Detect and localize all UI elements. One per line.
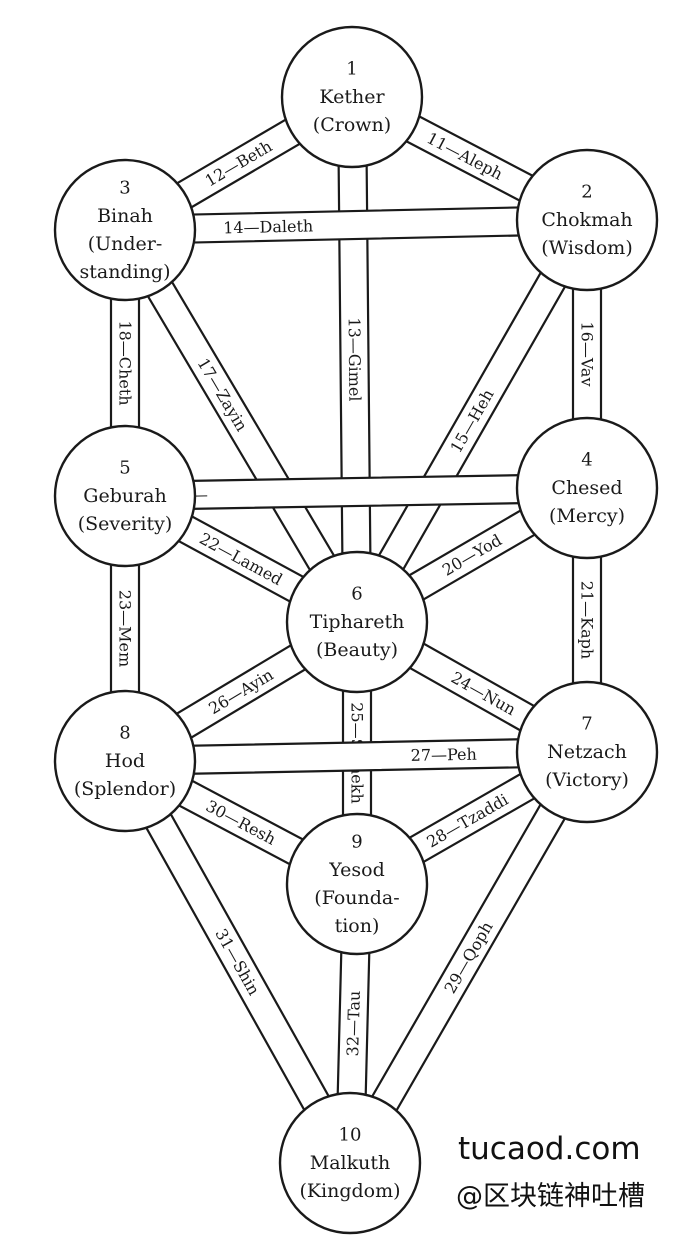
- watermark: tucaod.com @区块链神吐槽: [456, 1131, 645, 1212]
- sefirah-2-circle: [515, 148, 659, 292]
- sefirah-3-line-1: (Under-: [88, 233, 163, 255]
- sefirah-6-line-1: (Beauty): [316, 639, 398, 661]
- sefirah-6-line-0: Tiphareth: [310, 611, 405, 633]
- path-28-label: 28—Tzaddi: [423, 790, 511, 852]
- sefirah-3-line-0: Binah: [97, 205, 153, 227]
- sefirah-7-line-1: (Victory): [545, 769, 629, 791]
- sefirah-1-circle: [280, 25, 424, 169]
- path-23-label: 23—Mem: [116, 590, 135, 667]
- sefirah-9-line-0: Yesod: [328, 859, 385, 881]
- sefirah-6-number: 6: [351, 584, 362, 605]
- sefirah-4-circle: [515, 416, 659, 560]
- sefirah-2-line-1: (Wisdom): [541, 237, 632, 259]
- sefirah-1-line-1: (Crown): [313, 114, 391, 136]
- sefirah-10-circle: [278, 1091, 422, 1235]
- sefirah-8-line-1: (Splendor): [74, 778, 176, 800]
- path-18-label: 18—Cheth: [116, 320, 135, 405]
- sefirah-3-number: 3: [119, 178, 130, 199]
- watermark-site: tucaod.com: [458, 1131, 641, 1167]
- sefirah-10-line-1: (Kingdom): [299, 1180, 400, 1202]
- sefirah-5-circle: [53, 424, 197, 568]
- sefirah-3-line-2: standing): [79, 261, 170, 283]
- path-16-label: 16—Vav: [578, 321, 597, 386]
- sefirah-4-number: 4: [581, 450, 592, 471]
- sefirah-8-number: 8: [119, 723, 130, 744]
- sefirah-7-circle: [515, 680, 659, 824]
- sefirah-3-circle: [53, 158, 197, 302]
- path-13: 13—Gimel: [336, 95, 373, 624]
- sefirah-7-number: 7: [581, 714, 592, 735]
- sefirah-4-line-1: (Mercy): [549, 505, 625, 527]
- sefirah-5-line-0: Geburah: [83, 485, 166, 507]
- sefirah-7-line-0: Netzach: [547, 741, 627, 763]
- path-27-label: 27—Peh: [411, 745, 478, 765]
- sefirah-5-line-1: (Severity): [78, 513, 173, 535]
- sefirah-8-line-0: Hod: [105, 750, 145, 772]
- path-32-label: 32—Tau: [343, 990, 364, 1056]
- path-13-label: 13—Gimel: [345, 317, 365, 401]
- sefirah-2-number: 2: [581, 182, 592, 203]
- sefirah-1-number: 1: [346, 59, 357, 80]
- sefirah-9-number: 9: [351, 832, 362, 853]
- path-14-label: 14—Daleth: [223, 216, 313, 237]
- sefirah-5-number: 5: [119, 458, 130, 479]
- sefirah-10-line-0: Malkuth: [310, 1152, 390, 1174]
- sefirah-10-number: 10: [339, 1125, 362, 1146]
- sefirah-8-circle: [53, 689, 197, 833]
- sefirah-9-line-2: tion): [335, 915, 380, 937]
- sefirah-1-line-0: Kether: [319, 86, 385, 108]
- sefirah-4-line-0: Chesed: [551, 477, 622, 499]
- sefirah-9-circle: [285, 812, 429, 956]
- sefirah-6-circle: [285, 550, 429, 694]
- watermark-handle: @区块链神吐槽: [456, 1181, 645, 1212]
- sefirah-9-line-1: (Founda-: [314, 887, 399, 909]
- sefirah-2-line-0: Chokmah: [541, 209, 632, 231]
- path-21-label: 21—Kaph: [578, 581, 597, 659]
